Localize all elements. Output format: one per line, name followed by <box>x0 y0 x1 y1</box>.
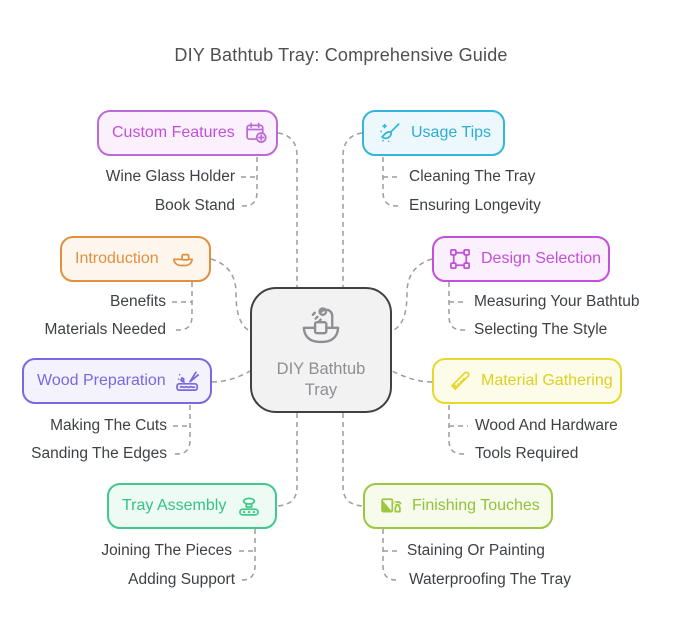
tub-icon <box>170 246 196 272</box>
subitem-staining-or-painting[interactable]: Staining Or Painting <box>407 542 545 559</box>
central-node-label: DIY Bathtub Tray <box>276 359 366 399</box>
vector-frame-icon <box>447 246 473 272</box>
subitem-ensuring-longevity[interactable]: Ensuring Longevity <box>409 197 541 214</box>
branch-label: Design Selection <box>481 250 602 267</box>
connector-material-gathering-center <box>391 370 433 383</box>
connector-finishing-touches-center <box>342 413 364 507</box>
branch-node-usage-tips[interactable]: Usage Tips <box>362 110 505 156</box>
branch-node-tray-assembly[interactable]: Tray Assembly <box>107 483 277 529</box>
assembly-machine-icon <box>236 493 262 519</box>
subitem-wood-and-hardware[interactable]: Wood And Hardware <box>475 417 618 434</box>
connector-design-selection-center <box>391 258 433 332</box>
branch-label: Material Gathering <box>481 372 613 389</box>
subitem-sanding-the-edges[interactable]: Sanding The Edges <box>31 445 167 462</box>
calendar-plus-icon <box>243 120 269 146</box>
subitem-book-stand[interactable]: Book Stand <box>154 197 235 214</box>
connector-design-selection-children <box>448 282 467 331</box>
connector-finishing-touches-children <box>382 529 400 581</box>
subitem-making-the-cuts[interactable]: Making The Cuts <box>50 417 167 434</box>
connector-custom-features-children <box>241 157 258 207</box>
connector-wood-preparation-center <box>211 370 251 383</box>
branch-node-design-selection[interactable]: Design Selection <box>432 236 610 282</box>
connector-introduction-center <box>210 258 251 332</box>
connector-usage-tips-center <box>342 132 363 287</box>
branch-label: Introduction <box>75 250 159 267</box>
branch-node-introduction[interactable]: Introduction <box>60 236 211 282</box>
branch-label: Usage Tips <box>411 124 492 141</box>
subitem-materials-needed[interactable]: Materials Needed <box>44 321 166 338</box>
hand-saw-icon <box>447 368 473 394</box>
wood-carving-icon <box>174 368 200 394</box>
subitem-waterproofing-the-tray[interactable]: Waterproofing The Tray <box>409 571 571 588</box>
subitem-selecting-the-style[interactable]: Selecting The Style <box>474 321 608 338</box>
subitem-joining-the-pieces[interactable]: Joining The Pieces <box>101 542 232 559</box>
broom-sparkles-icon <box>377 120 403 146</box>
connector-material-gathering-children <box>448 405 468 455</box>
connector-wood-preparation-children <box>173 405 191 455</box>
bathtub-icon <box>292 300 350 357</box>
branch-label: Finishing Touches <box>412 497 540 514</box>
connector-tray-assembly-center <box>276 413 298 507</box>
branch-node-wood-preparation[interactable]: Wood Preparation <box>22 358 212 404</box>
branch-node-custom-features[interactable]: Custom Features <box>97 110 278 156</box>
central-node[interactable]: DIY Bathtub Tray <box>250 287 392 413</box>
branch-node-material-gathering[interactable]: Material Gathering <box>432 358 622 404</box>
branch-node-finishing-touches[interactable]: Finishing Touches <box>363 483 553 529</box>
branch-label: Tray Assembly <box>122 497 227 514</box>
connector-tray-assembly-children <box>240 529 256 581</box>
page-title: DIY Bathtub Tray: Comprehensive Guide <box>174 45 508 65</box>
branch-label: Wood Preparation <box>37 372 166 389</box>
subitem-tools-required[interactable]: Tools Required <box>475 445 579 462</box>
subitem-benefits[interactable]: Benefits <box>109 293 166 310</box>
branch-label: Custom Features <box>112 124 235 141</box>
subitem-measuring-your-bathtub[interactable]: Measuring Your Bathtub <box>474 293 640 310</box>
connector-usage-tips-children <box>382 157 401 207</box>
connector-introduction-children <box>172 282 193 331</box>
connector-custom-features-center <box>277 132 298 287</box>
subitem-wine-glass-holder[interactable]: Wine Glass Holder <box>105 168 235 185</box>
subitem-adding-support[interactable]: Adding Support <box>128 571 235 588</box>
spray-paint-icon <box>378 493 404 519</box>
subitem-cleaning-the-tray[interactable]: Cleaning The Tray <box>409 168 536 185</box>
